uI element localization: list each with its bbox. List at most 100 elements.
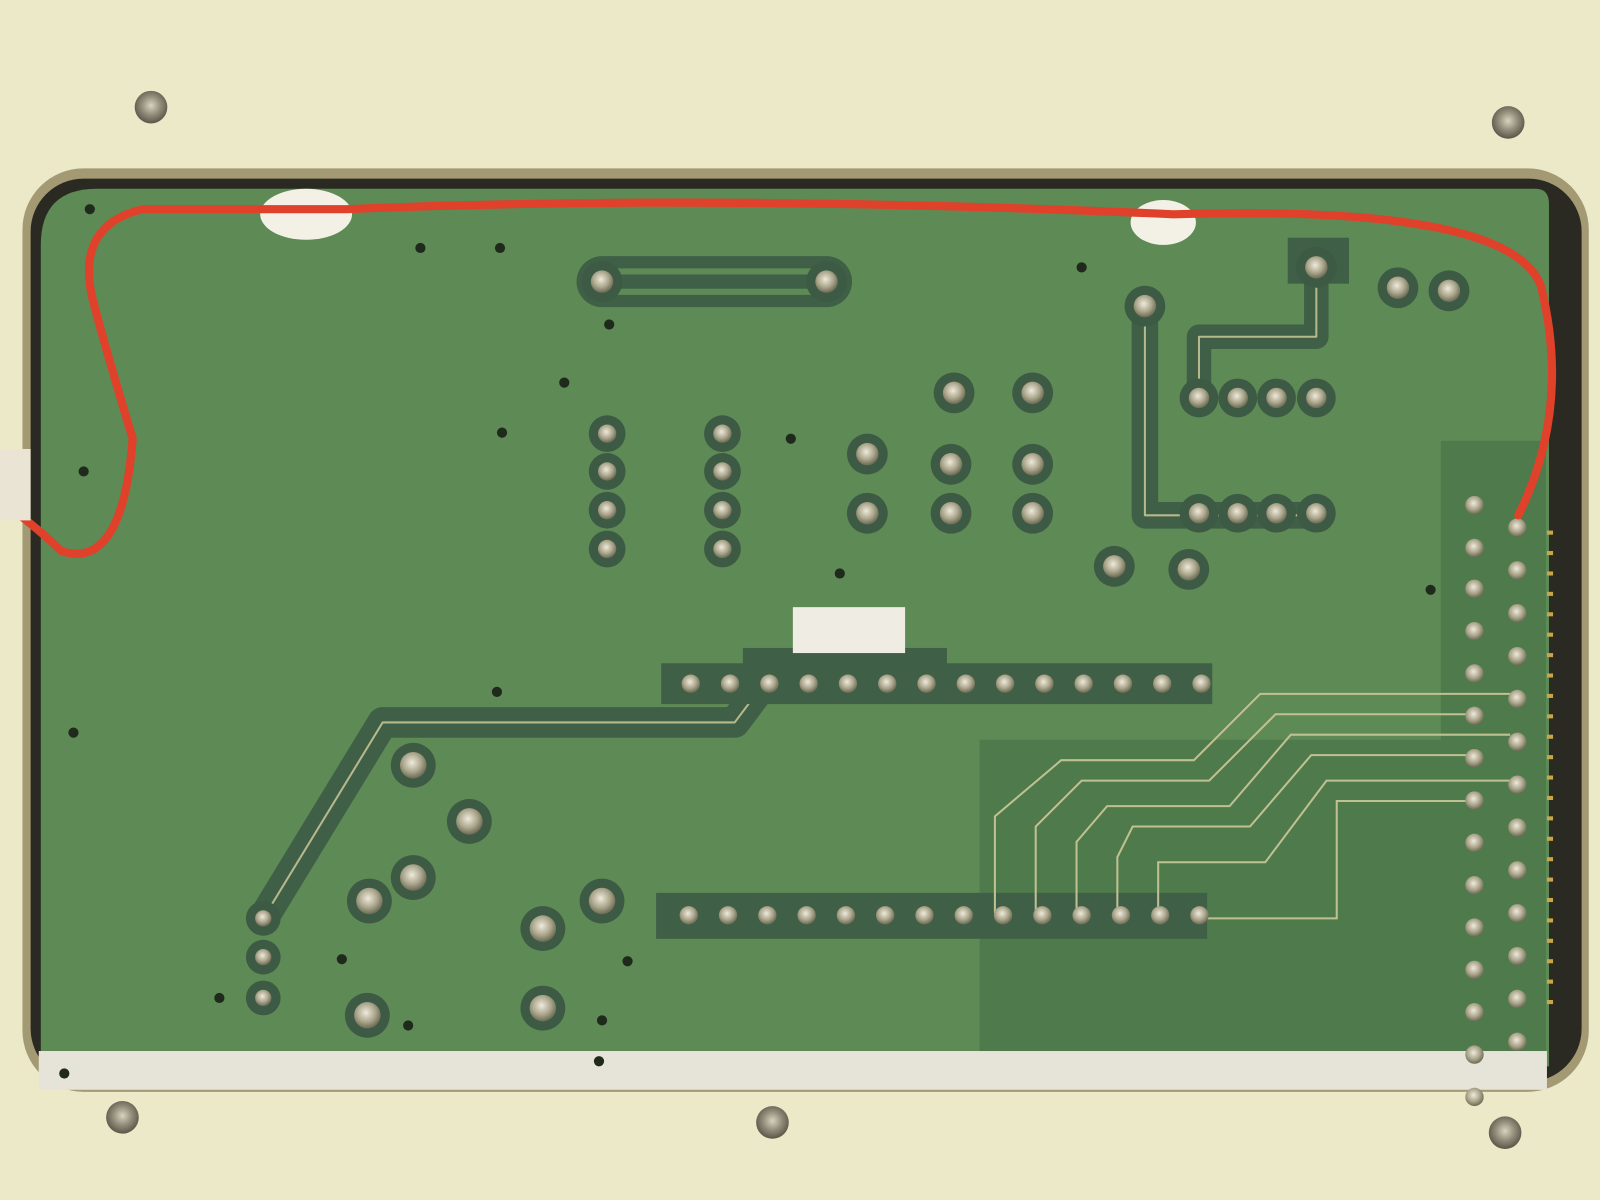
- header-pin: [1546, 530, 1554, 535]
- solder-pad: [1074, 674, 1093, 693]
- header-pin: [1546, 755, 1554, 760]
- via-hole: [593, 1056, 605, 1067]
- solder-pad: [1465, 960, 1484, 980]
- via-hole: [785, 433, 796, 444]
- header-pin: [1546, 775, 1554, 780]
- solder-pad: [1508, 604, 1527, 623]
- tape-patch: [792, 607, 906, 654]
- solder-pad: [1111, 906, 1131, 925]
- screw-icon: [106, 1101, 139, 1134]
- via-hole: [834, 568, 845, 579]
- solder-pad: [1227, 503, 1248, 524]
- solder-pad: [856, 442, 879, 466]
- solder-pad: [1465, 918, 1484, 937]
- solder-pad: [1508, 646, 1527, 666]
- via-hole: [559, 377, 570, 388]
- screw-icon: [1488, 1116, 1522, 1149]
- solder-pad: [856, 502, 879, 525]
- solder-pad: [1508, 946, 1527, 966]
- solder-pad: [1508, 818, 1527, 837]
- solder-pad: [720, 674, 740, 693]
- screw-icon: [756, 1106, 789, 1139]
- glue-blob: [1130, 200, 1196, 245]
- header-pin: [1546, 897, 1554, 903]
- via-hole: [604, 319, 615, 330]
- solder-pad: [1465, 791, 1484, 810]
- bottom-strip: [38, 1051, 1547, 1090]
- glue-blob: [260, 188, 353, 240]
- solder-pad: [1188, 503, 1210, 524]
- header-pin: [1546, 857, 1554, 862]
- solder-pad: [1508, 861, 1527, 880]
- solder-pad: [956, 674, 975, 693]
- header-pin: [1546, 653, 1554, 658]
- header-pin: [1546, 714, 1554, 719]
- via-hole: [84, 204, 95, 215]
- solder-pad: [1437, 279, 1461, 303]
- solder-pad: [917, 674, 936, 693]
- solder-pad: [1306, 387, 1327, 409]
- via-hole: [491, 686, 503, 697]
- solder-pad: [255, 948, 272, 966]
- solder-pad: [1177, 558, 1200, 581]
- solder-pad: [590, 270, 614, 293]
- solder-pad: [1465, 621, 1484, 641]
- solder-pad: [1192, 674, 1211, 693]
- solder-pad: [760, 674, 779, 693]
- header-pin: [1546, 836, 1554, 841]
- solder-pad: [1508, 518, 1527, 537]
- header-pin: [1546, 1000, 1554, 1005]
- solder-pad: [838, 674, 858, 693]
- solder-pad: [758, 906, 777, 925]
- solder-pad: [799, 674, 818, 693]
- header-pin: [1546, 693, 1554, 698]
- solder-pad: [713, 539, 732, 559]
- solder-pad: [713, 424, 732, 443]
- solder-pad: [1151, 906, 1170, 925]
- red-wire: [0, 198, 1557, 558]
- solder-pad: [529, 994, 557, 1022]
- solder-pad: [1508, 561, 1527, 580]
- solder-pad: [1465, 538, 1484, 558]
- solder-pads: [59, 204, 1527, 1107]
- solder-pad: [1021, 381, 1044, 405]
- solder-pad: [815, 270, 838, 293]
- header-pin: [1546, 938, 1554, 943]
- solder-pad: [939, 453, 963, 476]
- solder-pad: [1508, 732, 1527, 752]
- solder-pad: [939, 502, 963, 525]
- via-hole: [214, 992, 225, 1004]
- solder-pad: [1153, 674, 1172, 693]
- solder-pad: [597, 501, 617, 520]
- header-pin: [1546, 918, 1554, 923]
- solder-pad: [1188, 387, 1210, 409]
- solder-pad: [679, 906, 698, 925]
- header-pin: [1546, 591, 1554, 596]
- header-pin: [1546, 551, 1554, 556]
- header-pin: [1546, 612, 1554, 617]
- header-pin: [1546, 734, 1554, 739]
- solder-pad: [797, 906, 816, 925]
- via-hole: [59, 1068, 70, 1079]
- solder-pad: [1133, 294, 1157, 318]
- via-hole: [494, 242, 506, 254]
- solder-pad: [356, 887, 383, 915]
- via-hole: [1425, 584, 1436, 595]
- solder-pad: [1227, 387, 1248, 409]
- solder-pad: [1465, 579, 1484, 598]
- solder-pad: [876, 906, 895, 925]
- header-pins: [1546, 530, 1554, 1005]
- solder-pad: [597, 462, 617, 481]
- via-hole: [496, 427, 508, 438]
- solder-pad: [1113, 674, 1133, 693]
- screw-icon: [134, 90, 168, 124]
- solder-pad: [255, 910, 272, 927]
- solder-pad: [1033, 906, 1052, 925]
- via-hole: [68, 727, 79, 738]
- solder-pad: [1465, 664, 1484, 683]
- header-pin: [1546, 632, 1554, 637]
- solder-pad: [713, 501, 732, 520]
- bus-traces: [993, 692, 1511, 920]
- solder-pad: [529, 915, 557, 942]
